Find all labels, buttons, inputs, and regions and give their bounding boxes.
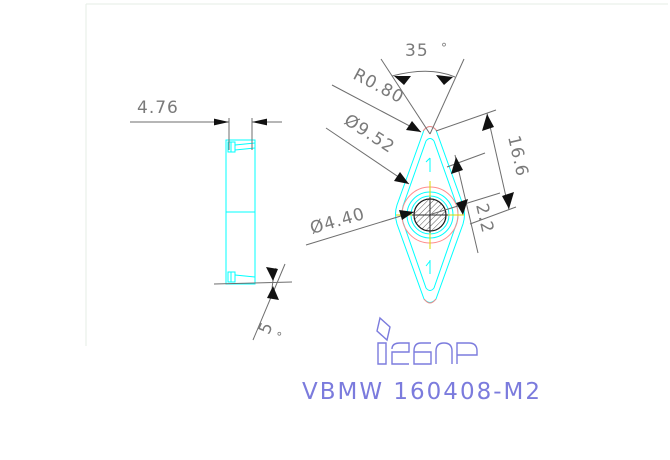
degree-symbol-clearance: ° [275, 328, 291, 340]
iscar-logo [376, 316, 478, 365]
top-view-diamond-insert: 35 ° R0.80 Ø9.52 [305, 41, 532, 304]
dimension-thickness-4-76: 4.76 [130, 98, 282, 150]
nose-radius-arc-bottom [423, 298, 437, 304]
dimension-hole-diameter: Ø4.40 [305, 204, 415, 246]
side-view-bottom-chamfer [227, 271, 256, 283]
dimension-label-nose-angle: 35 [405, 41, 429, 61]
dimension-nose-angle-35deg: 35 ° [380, 41, 465, 135]
part-number-label: VBMW 160408-M2 [302, 379, 542, 405]
dimension-clearance-angle-5deg: 5 ° [213, 263, 293, 340]
dimension-label-insert-length: 16.6 [503, 134, 532, 179]
side-view: 4.76 5 ° [130, 98, 293, 340]
dimension-label-insert-width: 2.2 [471, 202, 497, 236]
centerlines-hole [412, 197, 448, 233]
relief-marks [425, 157, 431, 274]
dimension-inscribed-circle: Ø9.52 [325, 110, 410, 185]
side-view-top-chamfer [227, 141, 256, 153]
dimension-insert-width: 2.2 [431, 152, 501, 254]
degree-symbol-nose-angle: ° [441, 41, 448, 55]
dimension-label-hole-diameter: Ø4.40 [308, 204, 368, 239]
dimension-label-thickness: 4.76 [137, 98, 179, 118]
sheet-frame [85, 3, 668, 346]
dimension-label-corner-radius: R0.80 [350, 65, 408, 108]
nose-radius-arc-top [422, 126, 438, 132]
dimension-label-inscribed-circle: Ø9.52 [340, 110, 398, 157]
